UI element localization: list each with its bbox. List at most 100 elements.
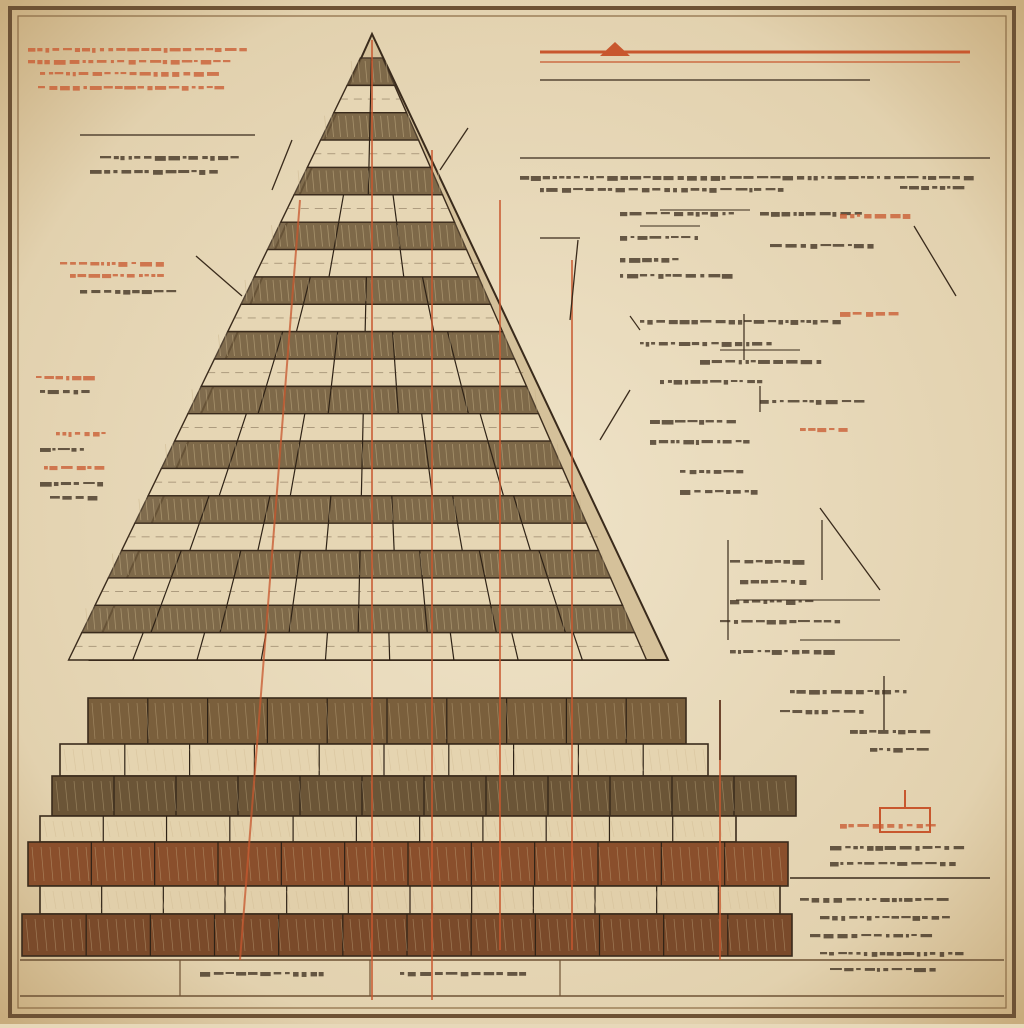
tier-texture	[145, 498, 149, 521]
annotation-text-mark	[664, 188, 670, 193]
base-texture	[531, 748, 536, 772]
tier-texture	[617, 608, 621, 630]
tier-texture	[423, 170, 427, 192]
annotation-text-mark	[134, 170, 143, 174]
annotation-text-mark	[848, 952, 853, 955]
title-strip-text-mark	[200, 972, 211, 977]
annotation-text-mark	[129, 72, 137, 76]
tier-texture	[345, 389, 349, 411]
base-texture	[514, 780, 519, 812]
annotation-text-mark	[40, 390, 46, 393]
base-texture	[367, 918, 372, 952]
base-texture	[607, 846, 612, 882]
annotation-text-mark	[627, 274, 639, 279]
annotation-text-mark	[701, 440, 713, 444]
annotation-text-mark	[62, 48, 72, 51]
annotation-text-mark	[869, 730, 877, 733]
base-texture	[448, 918, 453, 952]
annotation-text-mark	[901, 916, 911, 919]
base-texture	[130, 846, 135, 882]
base-texture	[526, 846, 531, 882]
annotation-text-mark	[127, 48, 140, 52]
tier-texture	[373, 115, 376, 138]
base-texture	[52, 890, 57, 910]
tier-texture	[468, 279, 472, 302]
base-texture	[234, 748, 239, 772]
base-texture	[340, 820, 345, 838]
tier-texture	[160, 553, 164, 575]
base-texture	[304, 890, 309, 910]
tier-texture	[473, 444, 476, 466]
base-texture	[601, 918, 606, 952]
base-texture	[340, 918, 345, 952]
base-texture	[288, 748, 293, 772]
base-texture	[106, 918, 111, 952]
annotation-text-mark	[810, 244, 818, 249]
tier-texture	[148, 608, 152, 630]
base-texture	[175, 846, 180, 882]
annotation-text-mark	[103, 86, 113, 89]
pyramid-tier	[213, 330, 516, 360]
tier-texture	[265, 553, 269, 575]
base-texture	[433, 702, 438, 740]
base-texture	[754, 918, 759, 952]
base-texture	[682, 820, 687, 838]
annotation-text-mark	[894, 690, 900, 693]
annotation-text-mark	[683, 440, 695, 445]
annotation-text-mark	[840, 212, 851, 216]
tier-texture	[304, 170, 308, 192]
margin-annotations	[20, 42, 1004, 997]
annotation-text-mark	[687, 212, 694, 216]
annotation-text-mark	[760, 580, 768, 584]
annotation-text-mark	[832, 212, 837, 217]
annotation-text-mark	[830, 862, 839, 867]
base-texture	[592, 820, 597, 838]
tier-texture	[274, 334, 277, 357]
tier-texture	[475, 553, 479, 575]
annotation-text-mark	[120, 72, 127, 75]
tier-texture	[246, 334, 249, 357]
annotation-text-mark	[723, 470, 734, 473]
tier-texture	[401, 115, 404, 138]
annotation-text-mark	[670, 342, 676, 345]
annotation-text-mark	[820, 952, 828, 955]
base-texture	[595, 702, 600, 740]
base-band	[39, 815, 737, 843]
tier-texture	[365, 334, 368, 357]
annotation-text-mark	[752, 342, 763, 346]
base-texture	[235, 780, 240, 812]
tier-cell-divider	[218, 468, 229, 497]
annotation-text-mark	[921, 186, 930, 191]
base-texture	[64, 780, 69, 812]
annotation-text-mark	[660, 212, 670, 215]
annotation-text-mark	[823, 898, 830, 903]
annotation-text-mark	[728, 212, 734, 215]
tier-cell-divider	[392, 523, 395, 551]
tier-texture	[295, 334, 298, 357]
annotation-text-mark	[711, 342, 719, 345]
base-texture	[106, 820, 111, 838]
base-texture	[657, 748, 662, 772]
annotation-text-mark	[615, 188, 625, 193]
annotation-text-mark	[884, 176, 891, 180]
annotation-text-mark	[87, 496, 98, 501]
annotation-text-mark	[730, 560, 741, 563]
base-texture	[625, 846, 630, 882]
base-texture	[169, 820, 174, 838]
annotation-text-mark	[735, 440, 742, 443]
tier-texture	[446, 498, 450, 521]
annotation-text-mark	[792, 560, 805, 565]
annotation-text-mark	[70, 274, 76, 278]
annotation-text-mark	[948, 952, 953, 955]
annotation-text-mark	[955, 952, 964, 956]
tier-texture	[397, 498, 401, 521]
annotation-text-mark	[733, 490, 741, 494]
tier-texture	[394, 115, 397, 138]
annotation-text-mark	[851, 934, 858, 939]
base-texture	[136, 780, 141, 812]
tier-texture	[344, 334, 347, 357]
base-texture	[405, 748, 410, 772]
tier-texture	[559, 553, 563, 575]
annotation-text-mark	[872, 898, 877, 901]
tier-texture	[320, 498, 324, 521]
